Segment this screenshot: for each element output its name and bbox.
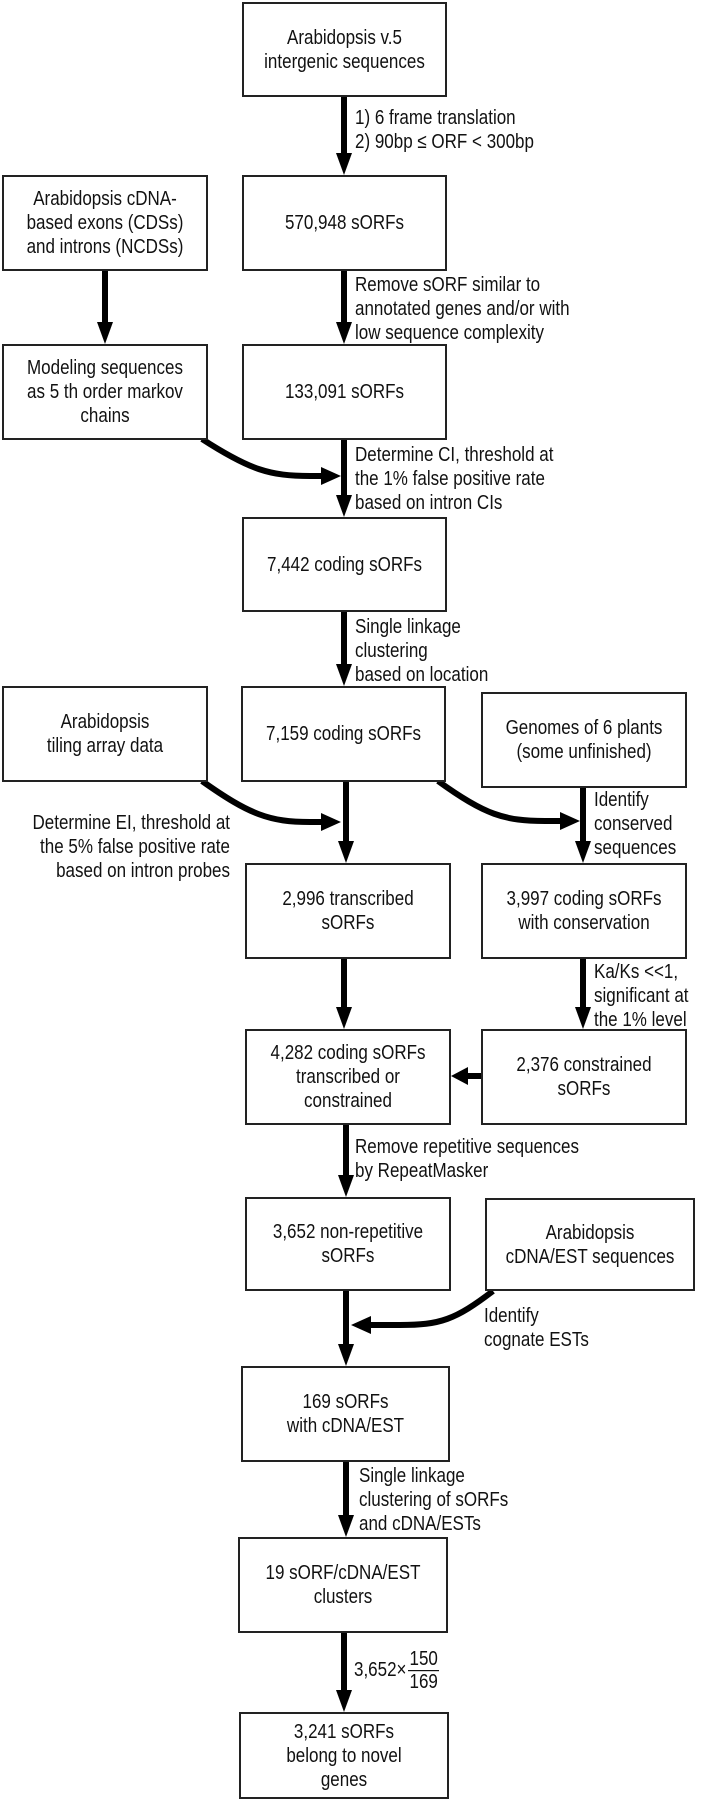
step-label-repeatmasker: Remove repetitive sequences by RepeatMas… — [355, 1135, 579, 1182]
step-label-single-linkage-location: Single linkage clustering based on locat… — [355, 615, 489, 686]
box-570948-sorfs: 570,948 sORFs — [242, 175, 447, 271]
step-label-ka-ks: Ka/Ks <<1, significant at the 1% level — [594, 960, 689, 1031]
arrowhead-icon — [351, 1316, 371, 1334]
arrowhead-icon — [338, 1515, 354, 1537]
box-intergenic-sequences: Arabidopsis v.5 intergenic sequences — [242, 2, 447, 97]
arrowhead-icon — [336, 153, 352, 175]
box-text: Arabidopsis cDNA/EST sequences — [505, 1220, 675, 1268]
box-cdna-exons-introns: Arabidopsis cDNA- based exons (CDSs) and… — [2, 175, 208, 271]
box-3241-novel-genes: 3,241 sORFs belong to novel genes — [239, 1712, 449, 1799]
formula-prefix: 3,652× — [354, 1658, 407, 1681]
box-text: 3,241 sORFs belong to novel genes — [286, 1719, 402, 1791]
curved-arrow-shaft — [436, 778, 561, 824]
box-text: Arabidopsis cDNA- based exons (CDSs) and… — [26, 187, 184, 258]
box-markov-modeling: Modeling sequences as 5 th order markov … — [2, 344, 208, 440]
curved-arrow-shaft — [200, 436, 322, 479]
box-133091-sorfs: 133,091 sORFs — [242, 344, 447, 440]
box-text: 169 sORFs with cDNA/EST — [286, 1390, 405, 1437]
arrowhead-icon — [338, 1175, 354, 1197]
box-text: 7,442 coding sORFs — [267, 552, 422, 576]
box-text: 19 sORF/cDNA/EST clusters — [265, 1561, 421, 1608]
arrowhead-icon — [336, 495, 352, 517]
box-19-clusters: 19 sORF/cDNA/EST clusters — [238, 1537, 448, 1633]
box-tiling-array: Arabidopsis tiling array data — [2, 686, 208, 782]
step-formula: 3,652× 150 169 — [354, 1646, 439, 1694]
step-label-identify-conserved: Identify conserved sequences — [594, 788, 677, 859]
formula-numerator: 150 — [408, 1646, 439, 1671]
box-text: Arabidopsis tiling array data — [46, 710, 164, 757]
arrowhead-icon — [336, 1007, 352, 1029]
box-text: 3,652 non-repetitive sORFs — [272, 1220, 424, 1267]
box-text: 3,997 coding sORFs with conservation — [506, 887, 662, 934]
box-7159-coding-sorfs: 7,159 coding sORFs — [241, 686, 446, 782]
curved-arrow-shaft — [370, 1288, 495, 1328]
box-2996-transcribed: 2,996 transcribed sORFs — [245, 863, 451, 959]
arrowhead-icon — [575, 841, 591, 863]
box-plant-genomes: Genomes of 6 plants (some unfinished) — [481, 692, 687, 788]
step-label-determine-ci: Determine CI, threshold at the 1% false … — [355, 443, 554, 514]
box-7442-coding-sorfs: 7,442 coding sORFs — [242, 517, 447, 612]
arrowhead-icon — [336, 1690, 352, 1712]
step-label-translation: 1) 6 frame translation 2) 90bp ≤ ORF < 3… — [355, 106, 534, 153]
arrowhead-icon — [451, 1067, 468, 1085]
step-label-determine-ei: Determine EI, threshold at the 5% false … — [32, 811, 230, 882]
arrowhead-icon — [97, 322, 113, 344]
step-label-cognate-ests: Identify cognate ESTs — [484, 1304, 589, 1351]
box-text: 570,948 sORFs — [284, 211, 405, 234]
formula-fraction: 150 169 — [408, 1646, 439, 1693]
arrowhead-icon — [321, 467, 341, 485]
box-text: 2,376 constrained sORFs — [516, 1053, 652, 1100]
arrowhead-icon — [560, 812, 580, 830]
box-cdna-est-sequences: Arabidopsis cDNA/EST sequences — [485, 1198, 695, 1291]
box-text: 7,159 coding sORFs — [266, 722, 421, 745]
curved-arrow-shaft — [200, 778, 322, 825]
box-text: Genomes of 6 plants (some unfinished) — [505, 716, 663, 763]
arrowhead-icon — [575, 1007, 591, 1029]
step-label-remove-similar: Remove sORF similar to annotated genes a… — [355, 273, 570, 344]
box-text: 133,091 sORFs — [284, 380, 405, 403]
box-169-sorfs: 169 sORFs with cDNA/EST — [241, 1366, 450, 1462]
box-text: Modeling sequences as 5 th order markov … — [27, 356, 183, 427]
box-text: Arabidopsis v.5 intergenic sequences — [264, 25, 425, 73]
box-3652-non-repetitive: 3,652 non-repetitive sORFs — [245, 1197, 451, 1291]
arrowhead-icon — [336, 664, 352, 686]
arrowhead-icon — [338, 841, 354, 863]
box-4282-transcribed-or-constrained: 4,282 coding sORFs transcribed or constr… — [245, 1029, 451, 1125]
arrowhead-icon — [336, 322, 352, 344]
box-text: 2,996 transcribed sORFs — [282, 887, 414, 934]
box-2376-constrained: 2,376 constrained sORFs — [481, 1029, 687, 1125]
arrowhead-icon — [338, 1344, 354, 1366]
formula-denominator: 169 — [409, 1669, 438, 1693]
box-3997-conserved: 3,997 coding sORFs with conservation — [481, 863, 687, 959]
arrowhead-icon — [321, 813, 341, 831]
box-text: 4,282 coding sORFs transcribed or constr… — [270, 1041, 426, 1112]
step-label-single-linkage-clustering: Single linkage clustering of sORFs and c… — [359, 1464, 509, 1535]
